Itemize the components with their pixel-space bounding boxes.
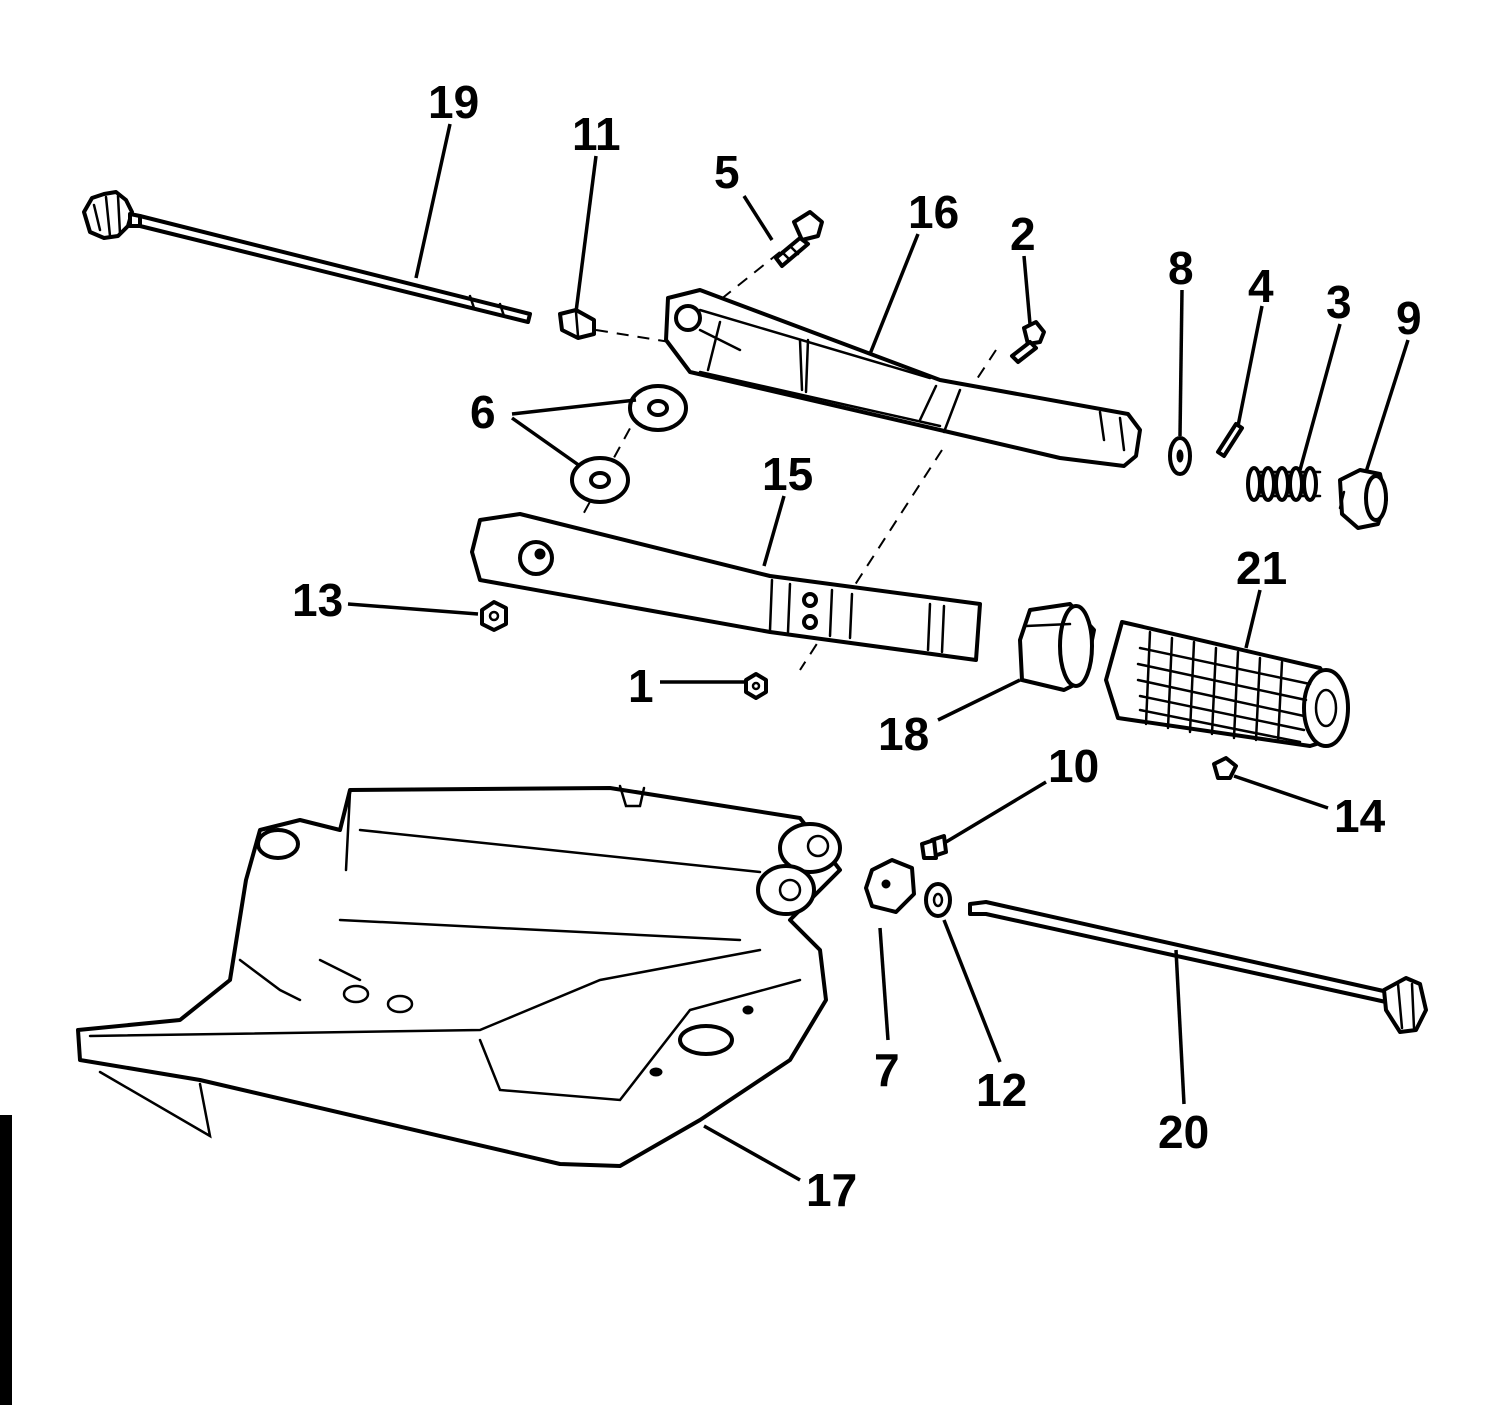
callout-3: 3 (1326, 276, 1352, 328)
part-15-lower-arm (470, 512, 982, 662)
callout-11: 11 (572, 108, 621, 160)
callout-14: 14 (1334, 790, 1386, 842)
callout-13: 13 (292, 574, 343, 626)
callout-5: 5 (714, 146, 740, 198)
part-7-cam (864, 858, 916, 914)
callout-1: 1 (628, 660, 654, 712)
callout-4: 4 (1248, 260, 1274, 312)
part-5-screw (774, 210, 824, 268)
callout-12: 12 (976, 1064, 1027, 1116)
callout-labels: 19 11 5 16 2 8 4 3 9 6 15 21 13 1 18 10 … (292, 76, 1422, 1216)
part-21-grip (1104, 620, 1350, 748)
part-2-screw (1010, 320, 1046, 364)
part-14-screw (1212, 756, 1238, 780)
part-8-washer (1168, 436, 1192, 476)
callout-9: 9 (1396, 292, 1422, 344)
callout-8: 8 (1168, 242, 1194, 294)
callout-6: 6 (470, 386, 496, 438)
callout-15: 15 (762, 448, 813, 500)
callout-10: 10 (1048, 740, 1099, 792)
part-3-spring (1246, 466, 1322, 502)
part-6-washers (570, 384, 688, 504)
part-16-upper-arm (664, 288, 1142, 468)
part-12-washer (924, 882, 952, 918)
part-13-nut (480, 600, 508, 632)
margin-bar (0, 1115, 12, 1405)
leader-lines (347, 123, 1410, 1182)
callout-19: 19 (428, 76, 479, 128)
callout-18: 18 (878, 708, 929, 760)
callout-16: 16 (908, 186, 959, 238)
callout-7: 7 (874, 1044, 900, 1096)
part-17-bracket (76, 784, 842, 1168)
callout-21: 21 (1236, 542, 1287, 594)
part-19-rod (82, 190, 532, 324)
part-4-pin (1216, 422, 1244, 458)
part-18-sleeve (1018, 602, 1096, 692)
callout-20: 20 (1158, 1106, 1209, 1158)
part-20-rod (968, 900, 1428, 1034)
part-10-screw (920, 834, 948, 860)
part-1-nut (744, 672, 768, 700)
part-9-knob (1338, 468, 1388, 530)
callout-2: 2 (1010, 208, 1036, 260)
part-11-bolt (558, 308, 596, 340)
callout-17: 17 (806, 1164, 857, 1216)
